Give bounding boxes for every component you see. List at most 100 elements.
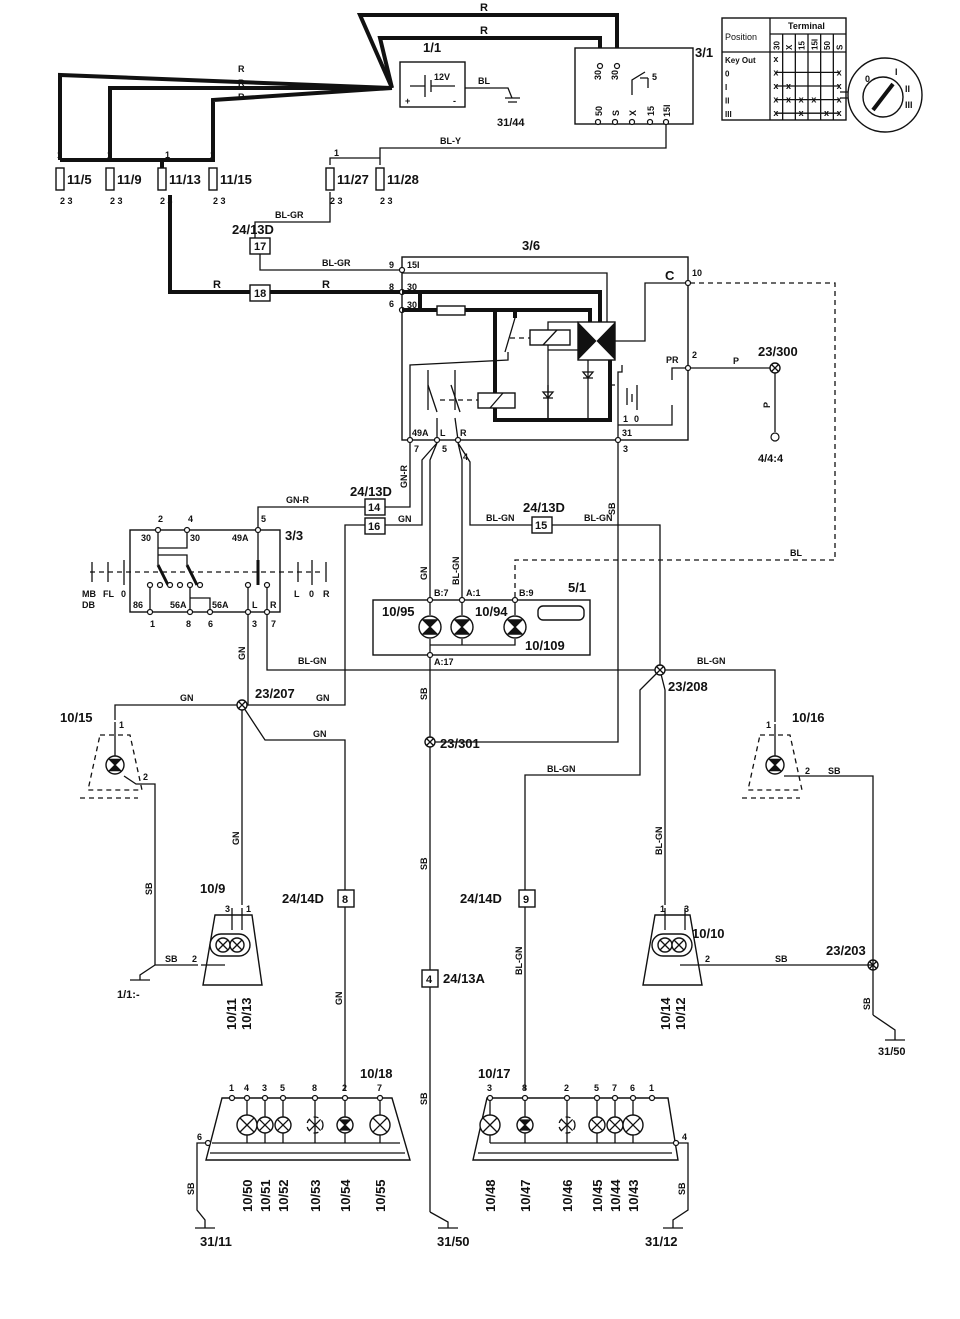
lamp-id: 10/17 <box>478 1066 511 1081</box>
connector-id: 24/13D <box>232 222 274 237</box>
terminal-header: X <box>785 44 794 50</box>
pin-label: 16 <box>368 521 380 533</box>
pin-label: 2 <box>342 1083 347 1093</box>
ground-label: 31/50 <box>878 1046 906 1058</box>
ignition-switch-id: 3/1 <box>695 45 713 60</box>
wire-label: SB <box>419 857 429 870</box>
pin-label: X <box>628 110 638 116</box>
hazard-switch[interactable]: 3/3 2 4 5 30 30 49A 86 56A 56A L R 1 8 6… <box>82 514 330 629</box>
table-row-position: III <box>725 110 732 119</box>
pin-label: 3 <box>225 904 230 914</box>
pin-label: 3 <box>684 904 689 914</box>
position-label: MB <box>82 589 96 599</box>
pin-label: 1 <box>165 150 170 160</box>
terminal-connected-mark: x <box>799 95 804 105</box>
pin-label: 1 <box>119 720 124 730</box>
wire-label: SB <box>677 1182 687 1195</box>
terminal-connected-mark: x <box>786 81 791 91</box>
lamp-id: 10/50 <box>240 1179 255 1212</box>
lamp-id: 10/52 <box>276 1179 291 1212</box>
wire-label: SB <box>165 954 178 964</box>
lamp-id: 10/47 <box>518 1179 533 1212</box>
wire-label: BL <box>478 76 490 86</box>
pin-label: 4 <box>426 974 433 986</box>
bulb-icon <box>606 1116 624 1134</box>
plus-label: + <box>405 96 410 106</box>
position-label: FL <box>103 589 114 599</box>
wire-label: GN <box>419 567 429 581</box>
pin-label: 3 <box>262 1083 267 1093</box>
lamp-id: 10/51 <box>258 1179 273 1212</box>
ground-label: 31/11 <box>200 1234 232 1249</box>
splice-id: 23/207 <box>255 686 295 701</box>
terminal-connected-mark: x <box>837 81 842 91</box>
lamp-id: 10/95 <box>382 604 415 619</box>
lamp-id: 10/48 <box>483 1179 498 1212</box>
cluster-id: 5/1 <box>568 580 586 595</box>
pin-label: 8 <box>342 894 348 906</box>
supply-wires: R R R R R R R <box>58 2 619 294</box>
wire-label: SB <box>607 502 617 515</box>
terminal-connected-mark: x <box>837 67 842 77</box>
terminal-connected-mark: x <box>811 95 816 105</box>
wire-label: SB <box>862 997 872 1010</box>
terminal-header: S <box>836 44 845 50</box>
wire-label: BL-GN <box>547 764 576 774</box>
pin-label: 8 <box>312 1083 317 1093</box>
bulb-icon <box>588 1116 606 1134</box>
battery: 1/1 12V + - BL 31/44 <box>399 40 525 129</box>
wire-label: BL-GN <box>697 656 726 666</box>
lamp-id: 10/94 <box>475 604 508 619</box>
position-label: 0 <box>309 589 314 599</box>
position-label: DB <box>82 600 95 610</box>
pin-label: 2 3 <box>330 196 343 206</box>
lamp-id: 10/9 <box>200 881 225 896</box>
pin-label: 1 <box>334 148 339 158</box>
fuse-11-28: 11/282 3 <box>375 167 419 206</box>
bulb-icon <box>256 1116 274 1134</box>
wire-label: BL-GN <box>451 557 461 586</box>
pin-label: 10 <box>692 268 702 278</box>
splice-icon <box>236 699 248 711</box>
pin-label: 15I <box>662 104 672 117</box>
wire-label: P <box>762 402 772 408</box>
terminal-label: L <box>252 600 258 610</box>
wire-label: R <box>238 64 245 74</box>
wire-label: R <box>480 2 488 14</box>
pin-label: 3 <box>487 1083 492 1093</box>
wire-label: GN <box>231 832 241 846</box>
switch-mark: 1 <box>623 414 628 424</box>
pin-label: 5 <box>280 1083 285 1093</box>
pin-label: 50 <box>594 106 604 116</box>
pin-label: 8 <box>522 1083 527 1093</box>
side-marker-lamp-icon <box>765 755 785 775</box>
ignition-switch: 3/1 30 30 5 50 S X 15 15I BL-Y PositionT… <box>329 17 923 165</box>
front-left-side-marker: 10/15 1 2 SB SB 1/1:- <box>60 710 198 1001</box>
lamp-id: 10/10 <box>692 926 725 941</box>
pin-label: A:1 <box>466 588 481 598</box>
pin-label: S <box>611 110 621 116</box>
relay-output-wires: GN-R GN-R GN GN BL-GN BL-GN BL-GN SB 24/… <box>242 442 661 743</box>
lower-wiring: GN GN BL-GN BL-GN GN GN GN GN 24/14D 8 S… <box>114 615 776 1212</box>
terminal-label: L <box>440 428 446 438</box>
terminal-connected-mark: x <box>773 95 778 105</box>
connector-id: 24/13D <box>350 484 392 499</box>
pin-label: 1 <box>660 904 665 914</box>
pin-label: 5 <box>594 1083 599 1093</box>
pin-label: 1 <box>210 150 215 160</box>
pin-label: 2 <box>805 766 810 776</box>
ground-label: 1/1:- <box>117 989 140 1001</box>
trailer-indicator-lamp-icon <box>503 615 527 639</box>
terminal-label: 86 <box>133 600 143 610</box>
fuse-11-13: 111/132 3 <box>157 150 201 206</box>
table-header-terminal: Terminal <box>788 21 825 31</box>
pin-label: 3 <box>623 444 628 454</box>
pin-label: 6 <box>208 619 213 629</box>
wire-label: R <box>238 92 245 102</box>
front-left-turn-lamp: 10/9 3 1 2 10/11 10/13 <box>192 881 263 1030</box>
pin-label: 30 <box>593 70 603 80</box>
splice-23-300: 23/300 P 4/4:4 <box>758 344 798 465</box>
ignition-key-dial[interactable]: 0 I II III <box>847 57 923 133</box>
